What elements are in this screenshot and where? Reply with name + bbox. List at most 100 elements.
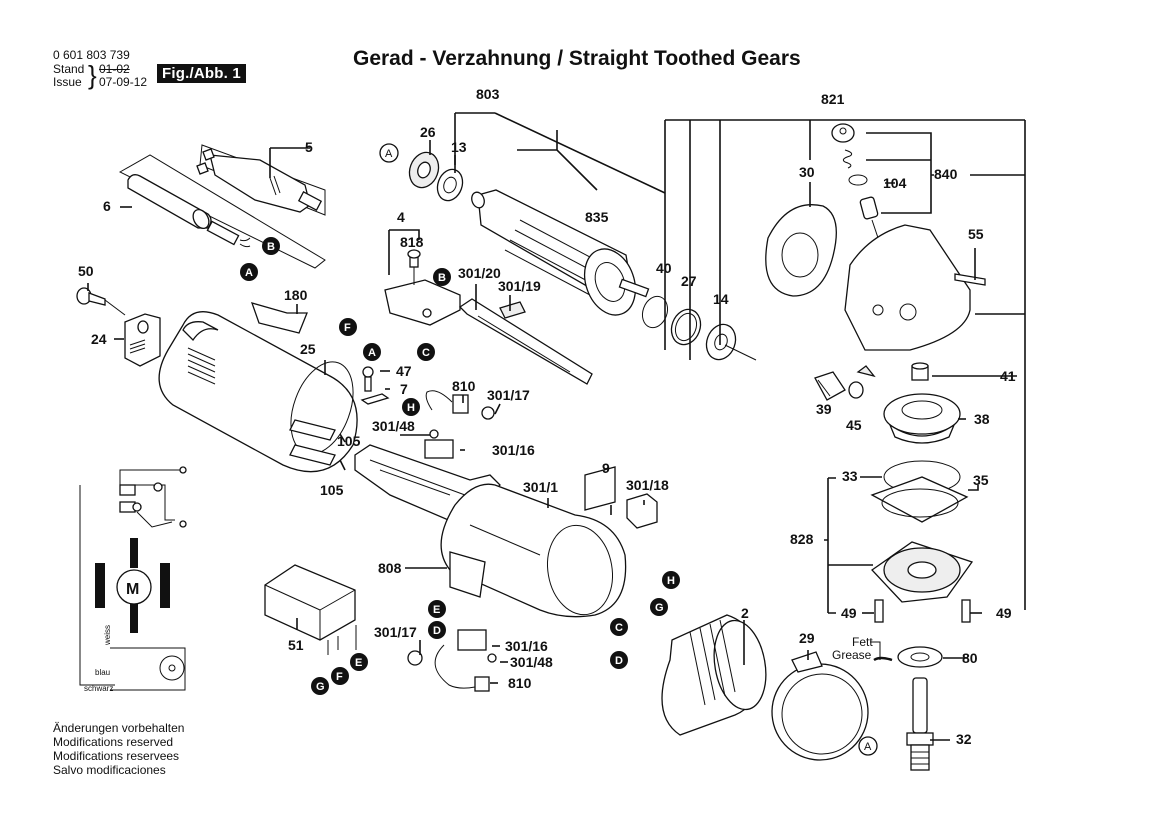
svg-text:A: A <box>245 267 253 279</box>
part-label-105a: 105 <box>337 433 361 449</box>
part-label-301-17a: 301/17 <box>487 387 530 403</box>
part-label-26: 26 <box>420 124 436 140</box>
part-label-808: 808 <box>378 560 402 576</box>
guard-30 <box>765 204 837 297</box>
part-label-301-18: 301/18 <box>626 477 669 493</box>
part-label-30: 30 <box>799 164 815 180</box>
connector-marker-d: D <box>428 621 446 639</box>
part-label-301-17b: 301/17 <box>374 624 417 640</box>
part-label-25: 25 <box>300 341 316 357</box>
part-label-24: 24 <box>91 331 107 347</box>
connector-markers: A B A B F A C H E D H G C D E F G A <box>240 143 878 756</box>
part-label-818: 818 <box>400 234 424 250</box>
part-label-9: 9 <box>602 460 610 476</box>
part-label-180: 180 <box>284 287 308 303</box>
nut-45 <box>848 365 876 399</box>
connector-marker-f-2: F <box>331 667 349 685</box>
screw-50 <box>76 287 126 316</box>
part-label-2: 2 <box>741 605 749 621</box>
svg-text:A: A <box>864 741 872 753</box>
gasket-35 <box>870 476 969 523</box>
part-label-39: 39 <box>816 401 832 417</box>
motor-symbol: M <box>126 581 139 598</box>
part-label-301-20: 301/20 <box>458 265 501 281</box>
part-label-47: 47 <box>396 363 412 379</box>
part-label-14: 14 <box>713 291 729 307</box>
bearing-flange <box>871 541 974 603</box>
bevel-gear-38 <box>883 393 961 444</box>
part-label-301-1: 301/1 <box>523 479 558 495</box>
svg-text:D: D <box>615 655 623 667</box>
part-label-840: 840 <box>934 166 958 182</box>
motor-housing <box>158 302 358 473</box>
connector-marker-a: A <box>240 263 258 281</box>
part-label-803: 803 <box>476 86 500 102</box>
connector-marker-h-2: H <box>662 571 680 589</box>
part-number: 0 601 803 739 <box>53 48 130 62</box>
power-cord-plug <box>196 144 326 216</box>
part-label-13: 13 <box>451 139 467 155</box>
part-label-6: 6 <box>103 198 111 214</box>
svg-text:B: B <box>267 241 275 253</box>
part-label-828: 828 <box>790 531 814 547</box>
armature <box>471 189 650 316</box>
issue-label: Issue <box>53 75 82 89</box>
part-label-40: 40 <box>656 260 672 276</box>
issue-value: 07-09-12 <box>99 75 148 89</box>
svg-text:H: H <box>667 575 675 587</box>
connector-marker-g-2: G <box>311 677 329 695</box>
part-label-301-48b: 301/48 <box>510 654 553 670</box>
svg-text:B: B <box>438 272 446 284</box>
pinion-39 <box>814 371 846 401</box>
part-label-80: 80 <box>962 650 978 666</box>
part-label-55: 55 <box>968 226 984 242</box>
connector-marker-f: F <box>339 318 357 336</box>
leader-lines <box>87 112 1026 741</box>
part-label-45: 45 <box>846 417 862 433</box>
connector-marker-g: G <box>650 598 668 616</box>
svg-text:G: G <box>655 602 664 614</box>
svg-text:C: C <box>615 622 623 634</box>
note-es: Salvo modificaciones <box>53 763 166 777</box>
part-label-29: 29 <box>799 630 815 646</box>
connector-marker-b: B <box>262 237 280 255</box>
grease-label-de: Fett <box>852 635 873 649</box>
page-title: Gerad - Verzahnung / Straight Toothed Ge… <box>353 47 801 70</box>
part-label-49a: 49 <box>841 605 857 621</box>
part-label-7: 7 <box>400 381 408 397</box>
guard-29 <box>771 651 869 761</box>
svg-text:G: G <box>316 681 325 693</box>
part-label-5: 5 <box>305 139 313 155</box>
bearing-14 <box>705 323 757 361</box>
part-label-41: 41 <box>1000 368 1016 384</box>
connector-marker-b-2: B <box>433 268 451 286</box>
cover-plate <box>124 313 161 367</box>
part-label-810b: 810 <box>508 675 532 691</box>
modification-notes: Änderungen vorbehalten Modifications res… <box>53 721 184 777</box>
part-label-32: 32 <box>956 731 972 747</box>
part-label-38: 38 <box>974 411 990 427</box>
connector-marker-a-2: A <box>363 343 381 361</box>
part-label-810a: 810 <box>452 378 476 394</box>
connector-marker-c-2: C <box>610 618 628 636</box>
connector-marker-e: E <box>428 600 446 618</box>
note-en: Modifications reserved <box>53 735 174 749</box>
part-label-301-16b: 301/16 <box>505 638 548 654</box>
part-label-104: 104 <box>883 175 907 191</box>
part-label-33: 33 <box>842 468 858 484</box>
svg-text:E: E <box>433 604 440 616</box>
brace-icon: } <box>88 60 97 90</box>
spindle-32 <box>906 677 934 771</box>
gear-housing <box>844 224 986 351</box>
washer-80 <box>897 646 943 668</box>
part-label-4: 4 <box>397 209 405 225</box>
wire-label-white: weiss <box>103 625 112 646</box>
connector-marker-a-open-2: A <box>858 736 878 756</box>
wiring-diagram <box>79 466 187 691</box>
screw-47 <box>360 366 390 405</box>
connector-marker-a-open: A <box>379 143 399 163</box>
wire-label-blue: blau <box>95 668 110 677</box>
svg-text:A: A <box>385 148 393 160</box>
needle-bearing-41 <box>911 362 929 381</box>
